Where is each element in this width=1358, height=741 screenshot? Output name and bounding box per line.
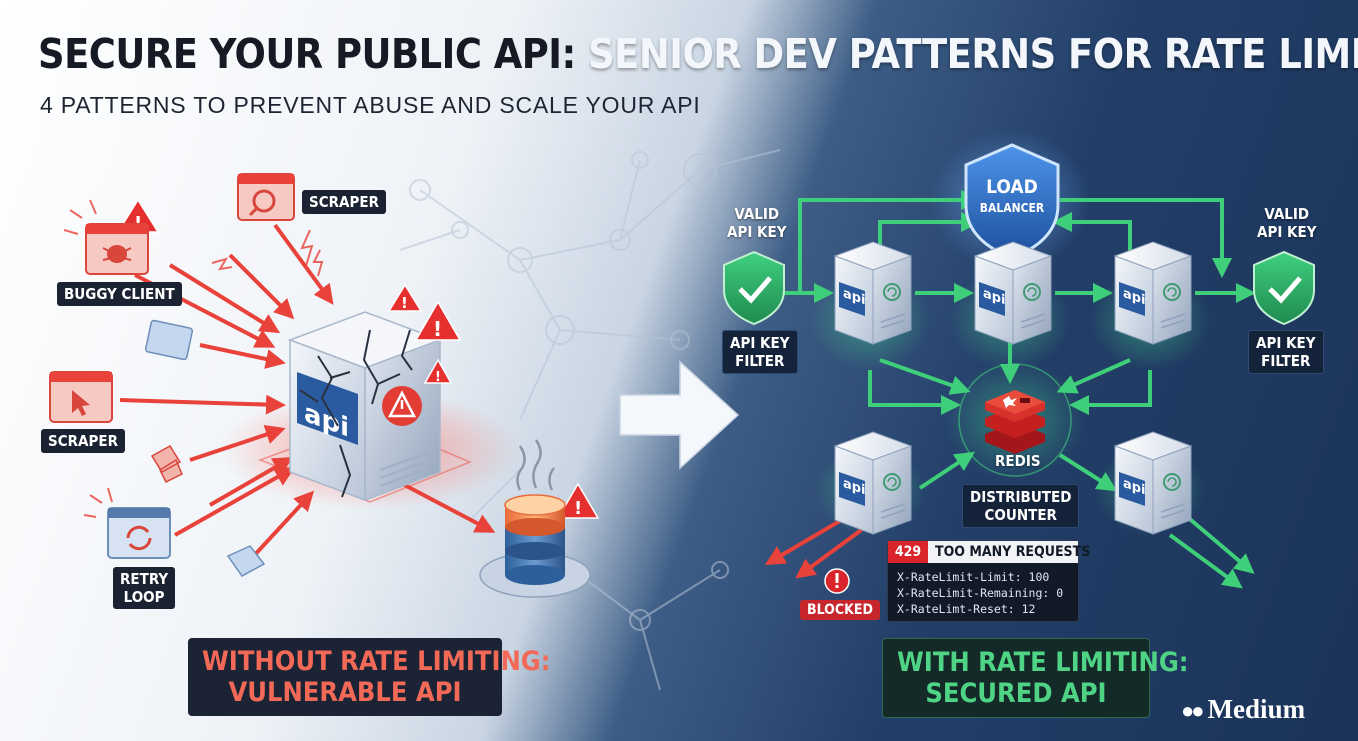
valid-key-line1: VALID (734, 205, 780, 223)
header-ratelimit-reset: X-RateLimt-Reset: 12 (897, 602, 1036, 616)
verdict-without-rate-limiting: WITHOUT RATE LIMITING: VULNERABLE API (188, 638, 551, 716)
api-server-4 (834, 431, 912, 535)
retry-line2: LOOP (123, 588, 165, 606)
api-server-vulnerable: api (287, 311, 443, 502)
verdict-with-rate-limiting: WITH RATE LIMITING: SECURED API (882, 638, 1189, 718)
status-message: TOO MANY REQUESTS (935, 544, 1091, 560)
verdict-line1: WITHOUT RATE LIMITING: (202, 646, 551, 677)
api-server-1 (834, 241, 912, 345)
warning-icon: ! (556, 482, 600, 519)
api-server-2 (974, 241, 1052, 345)
valid-key-line2: API KEY (727, 223, 787, 241)
arrow-right-icon (619, 360, 740, 470)
label-valid-api-key-right: VALID API KEY (1257, 205, 1317, 241)
api-server-3 (1114, 241, 1192, 345)
load-balancer-label: LOAD (986, 176, 1038, 198)
verdict-line1: WITH RATE LIMITING: (897, 647, 1189, 678)
counter-line2: COUNTER (984, 506, 1057, 524)
filter-line2: FILTER (1261, 352, 1311, 370)
svg-text:!: ! (435, 370, 441, 385)
title-part-light: SENIOR DEV PATTERNS FOR RATE LIMITING & … (588, 30, 1358, 78)
blocked-arrows (764, 513, 870, 579)
broken-packet (150, 444, 183, 484)
status-code: 429 (888, 541, 928, 563)
warning-icon: ! (414, 300, 462, 341)
warning-icon: ! (387, 283, 423, 312)
error-icon (824, 568, 850, 594)
filter-line2: FILTER (735, 352, 785, 370)
api-server-5 (1114, 431, 1192, 535)
load-balancer-label: BALANCER (980, 201, 1045, 215)
page-subtitle: 4 PATTERNS TO PREVENT ABUSE AND SCALE YO… (40, 92, 701, 118)
svg-text:!: ! (574, 498, 582, 519)
title-part-dark: SECURE YOUR PUBLIC API: (38, 30, 576, 78)
counter-line1: DISTRIBUTED (970, 488, 1072, 506)
label-api-key-filter-right: API KEY FILTER (1248, 330, 1324, 374)
label-retry-loop: RETRY LOOP (113, 567, 176, 609)
brand-name: Medium (1207, 694, 1306, 724)
shield-check-icon (723, 250, 785, 326)
blocked-badge: BLOCKED (800, 600, 880, 620)
verdict-line2: SECURED API (925, 678, 1107, 709)
lightning-marks (63, 199, 324, 518)
header-ratelimit-limit: X-RateLimit-Limit: 100 (897, 570, 1050, 584)
rate-limit-response: 429 TOO MANY REQUESTS X-RateLimit-Limit:… (887, 540, 1090, 622)
refresh-icon (126, 525, 152, 551)
label-scraper-left: SCRAPER (41, 429, 125, 453)
right-panel: LOAD BALANCER (723, 130, 1315, 589)
header-ratelimit-remaining: X-RateLimit-Remaining: 0 (897, 586, 1064, 600)
buggy-client-window-icon (85, 223, 149, 275)
retry-window-icon (107, 507, 171, 559)
search-icon (252, 189, 276, 213)
scraper-window-icon (49, 371, 113, 423)
filter-line1: API KEY (730, 334, 790, 352)
page-title: SECURE YOUR PUBLIC API: SENIOR DEV PATTE… (38, 30, 1358, 78)
medium-logo: ●●Medium (1181, 694, 1306, 724)
valid-key-line2: API KEY (1257, 223, 1317, 241)
request-packet (144, 319, 194, 361)
filter-line1: API KEY (1256, 334, 1316, 352)
label-buggy-client: BUGGY CLIENT (57, 282, 182, 306)
svg-text:!: ! (433, 317, 442, 341)
verdict-line2: VULNERABLE API (228, 677, 462, 708)
scraper-window-icon (237, 173, 295, 221)
label-redis: REDIS (995, 452, 1041, 470)
redis-icon (985, 390, 1045, 454)
svg-text:!: ! (401, 294, 408, 312)
shield-check-icon (1253, 250, 1315, 326)
valid-key-line1: VALID (1264, 205, 1310, 223)
retry-line1: RETRY (120, 570, 169, 588)
label-distributed-counter: DISTRIBUTED COUNTER (962, 484, 1080, 528)
label-valid-api-key-left: VALID API KEY (727, 205, 787, 241)
label-api-key-filter-left: API KEY FILTER (722, 330, 798, 374)
bug-icon (107, 245, 127, 263)
broken-packet (226, 545, 266, 577)
warning-icon: ! (423, 358, 453, 385)
label-scraper-top: SCRAPER (302, 190, 386, 214)
left-panel: api ! ! ! ! ! (49, 173, 740, 598)
cursor-icon (72, 390, 90, 416)
database-icon (479, 439, 591, 598)
